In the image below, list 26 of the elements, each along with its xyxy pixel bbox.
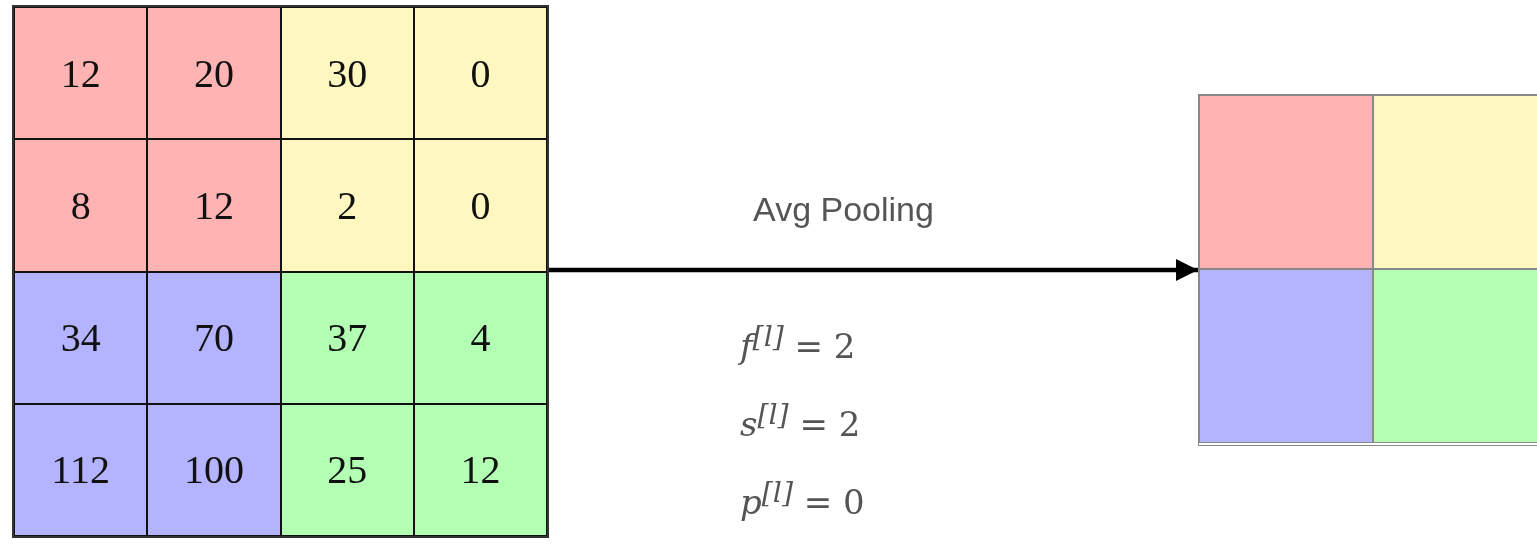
matrix-cell [1373,269,1537,443]
matrix-cell [1199,95,1373,269]
matrix-value: 12 [60,49,101,97]
matrix-cell [1199,269,1373,443]
formula-text: p$^{[l]}$ = 0 [740,476,865,523]
matrix-value: 100 [183,446,244,494]
formula-text: f$^{[l]}$ = 2 [740,320,856,367]
matrix-value: 30 [327,49,368,97]
matrix-value: 20 [193,49,234,97]
matrix-grid [1198,94,1537,446]
matrix-value: 70 [193,314,234,362]
matrix-cell [1373,95,1537,269]
matrix-value: 12 [193,181,234,229]
matrix-value: 0 [470,181,491,229]
matrix-value: 8 [70,181,91,229]
matrix-value: 12 [460,446,501,494]
matrix-value: 34 [60,314,101,362]
arrow [549,258,1198,282]
matrix-value: 25 [327,446,368,494]
matrix-value: 2 [337,181,358,229]
formula-text: s$^{[l]}$ = 2 [740,398,861,445]
matrix-value: 0 [470,49,491,97]
matrix-value: 37 [327,314,368,362]
matrix-grid [12,5,549,538]
matrix-value: 4 [470,314,491,362]
matrix-value: 112 [51,446,110,494]
